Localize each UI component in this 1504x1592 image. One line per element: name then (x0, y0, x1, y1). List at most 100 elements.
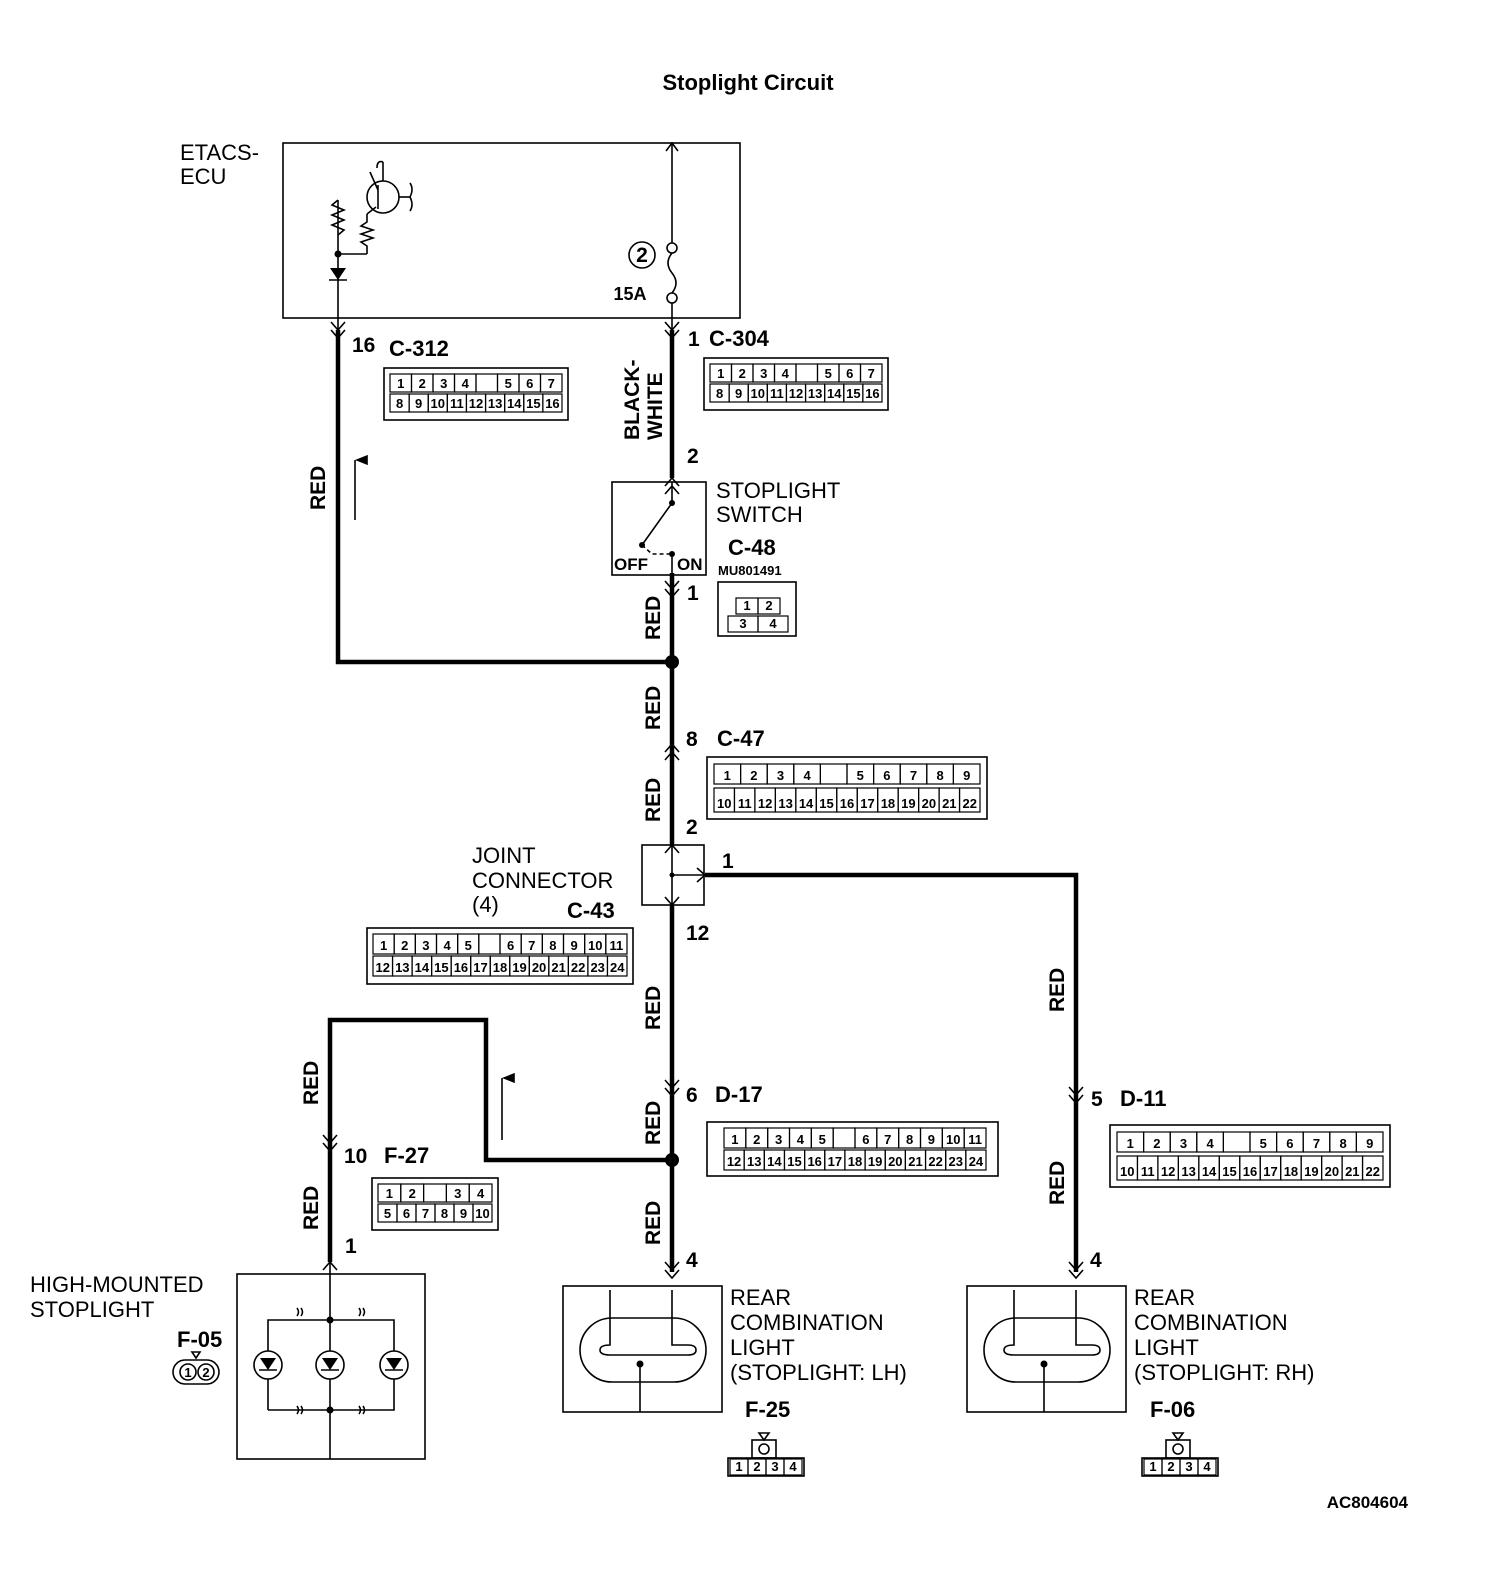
d17-row1-pin-label: 6 (862, 1132, 869, 1147)
hm-label-line1: HIGH-MOUNTED (30, 1272, 204, 1297)
c304-row1-pin-label: 6 (846, 366, 853, 381)
c48-code: C-48 (728, 535, 776, 560)
c47-row2-pin-label: 11 (738, 796, 752, 811)
connector-ticks (322, 321, 1084, 1280)
c43-row2-pin-label: 16 (454, 960, 468, 975)
c304-row1-cell (795, 363, 819, 383)
d11-row1-pin-label: 9 (1366, 1136, 1373, 1151)
c43-row2-pin-label: 12 (376, 960, 390, 975)
f27-row1-cell (423, 1183, 448, 1203)
switch-on: ON (677, 555, 703, 574)
led-center (315, 1350, 345, 1380)
rh-pin-top: 4 (1090, 1249, 1102, 1272)
c43-row1-cell (605, 933, 628, 955)
c312-row2-pin-label: 15 (526, 396, 540, 411)
wire-red-rh-upper: RED (1046, 968, 1069, 1012)
c304-row2-pin-label: 13 (808, 386, 822, 401)
d17-row2-pin-label: 19 (868, 1154, 882, 1169)
d17-row2-pin-label: 20 (888, 1154, 902, 1169)
wire-red-lh: RED (642, 1201, 665, 1245)
d11-pin: 5 (1091, 1088, 1103, 1111)
etacs-label-line2: ECU (180, 164, 226, 189)
c48-row1-pin-label: 1 (743, 598, 750, 613)
d17-row2-pin-label: 16 (807, 1154, 821, 1169)
c304-row1-pin-label: 1 (717, 366, 724, 381)
c47-row2-pin-label: 13 (778, 796, 792, 811)
c43-row2-pin-label: 14 (415, 960, 430, 975)
c43-row1-pin-label: 6 (507, 938, 514, 953)
joint-label-line3: (4) (472, 892, 499, 917)
lh-label-line1: REAR (730, 1285, 791, 1310)
wire-black-white-1: BLACK- (621, 360, 644, 440)
f27-row1-cell (468, 1183, 493, 1203)
c312-row2-pin-label: 12 (469, 396, 483, 411)
etacs-ecu: ETACS- ECU (180, 140, 741, 330)
d11-row2-cell (1361, 1155, 1384, 1181)
wiring (327, 330, 1079, 1272)
c312-row1-pin-label: 4 (462, 376, 470, 391)
f27-row2-pin-label: 8 (441, 1206, 448, 1221)
d17-code: D-17 (715, 1082, 763, 1107)
c47-row2-pin-label: 15 (819, 796, 833, 811)
f25-pin-label: 3 (771, 1459, 778, 1474)
c47-row2-pin-label: 10 (717, 796, 731, 811)
c43-row1-pin-label: 8 (549, 938, 556, 953)
c312-row2-pin-label: 11 (450, 396, 464, 411)
d11-row2-pin-label: 13 (1181, 1164, 1195, 1179)
fuse-rating: 15A (613, 284, 646, 304)
rh-label-line1: REAR (1134, 1285, 1195, 1310)
f27-row1-pin-label: 4 (477, 1186, 485, 1201)
f27-row2-pin-label: 10 (475, 1206, 489, 1221)
c47-row2-pin-label: 17 (860, 796, 874, 811)
c47-row2-pin-label: 22 (963, 796, 977, 811)
d11-row1-pin-label: 8 (1339, 1136, 1346, 1151)
d17-row1-cell (832, 1127, 856, 1149)
c43-code: C-43 (567, 898, 615, 923)
wire-red-hm-lower: RED (300, 1186, 323, 1230)
c47-pin-bottom: 2 (686, 816, 698, 839)
c47-row1-pin-label: 5 (857, 768, 864, 783)
wire-labels: RED BLACK- WHITE RED RED RED RED RED RED… (300, 360, 1069, 1245)
d11-row2-pin-label: 20 (1325, 1164, 1339, 1179)
d17-pin: 6 (686, 1084, 698, 1107)
wire-red-rh-lower: RED (1046, 1161, 1069, 1205)
c47-row1-pin-label: 3 (777, 768, 784, 783)
c47-row2-pin-label: 21 (942, 796, 956, 811)
c304-row1-pin-label: 4 (782, 366, 790, 381)
d11-row1-pin-label: 2 (1153, 1136, 1160, 1151)
c48-row2-pin-label: 3 (739, 616, 746, 631)
f06-pin-label: 4 (1203, 1459, 1211, 1474)
wire-red-hm-upper: RED (300, 1061, 323, 1105)
f06-pin-label: 3 (1185, 1459, 1192, 1474)
c312-row1-pin-label: 2 (419, 376, 426, 391)
d11-code: D-11 (1120, 1086, 1166, 1111)
f27-row1-pin-label: 3 (454, 1186, 461, 1201)
c312-row2-pin-label: 16 (545, 396, 559, 411)
wire-black-white-2: WHITE (644, 372, 667, 440)
c312-row2-pin-label: 14 (507, 396, 522, 411)
c304-pin: 1 (688, 328, 700, 351)
c47-row1-pin-label: 7 (910, 768, 917, 783)
c304-row2-pin-label: 12 (789, 386, 803, 401)
c43-row1-cell (478, 933, 501, 955)
c47-row2-pin-label: 14 (799, 796, 814, 811)
d17-row1-pin-label: 4 (797, 1132, 805, 1147)
c48-row1-pin-label: 2 (765, 598, 772, 613)
c304-row1-pin-label: 5 (825, 366, 832, 381)
d11-row1-pin-label: 3 (1180, 1136, 1187, 1151)
c43-row1-pin-label: 9 (570, 938, 577, 953)
lh-label-line4: (STOPLIGHT: LH) (730, 1360, 907, 1385)
d11-row1-pin-label: 5 (1260, 1136, 1267, 1151)
d17-row1-pin-label: 10 (946, 1132, 960, 1147)
c312-row2-cell (542, 393, 563, 413)
rh-label-line2: COMBINATION (1134, 1310, 1288, 1335)
wire-red-c47: RED (642, 778, 665, 822)
d11-row2-pin-label: 16 (1243, 1164, 1257, 1179)
stoplight-switch: STOPLIGHT SWITCH 2 1 OFF ON C-48 MU80149… (611, 445, 840, 637)
hm-pin-top: 1 (345, 1235, 357, 1258)
